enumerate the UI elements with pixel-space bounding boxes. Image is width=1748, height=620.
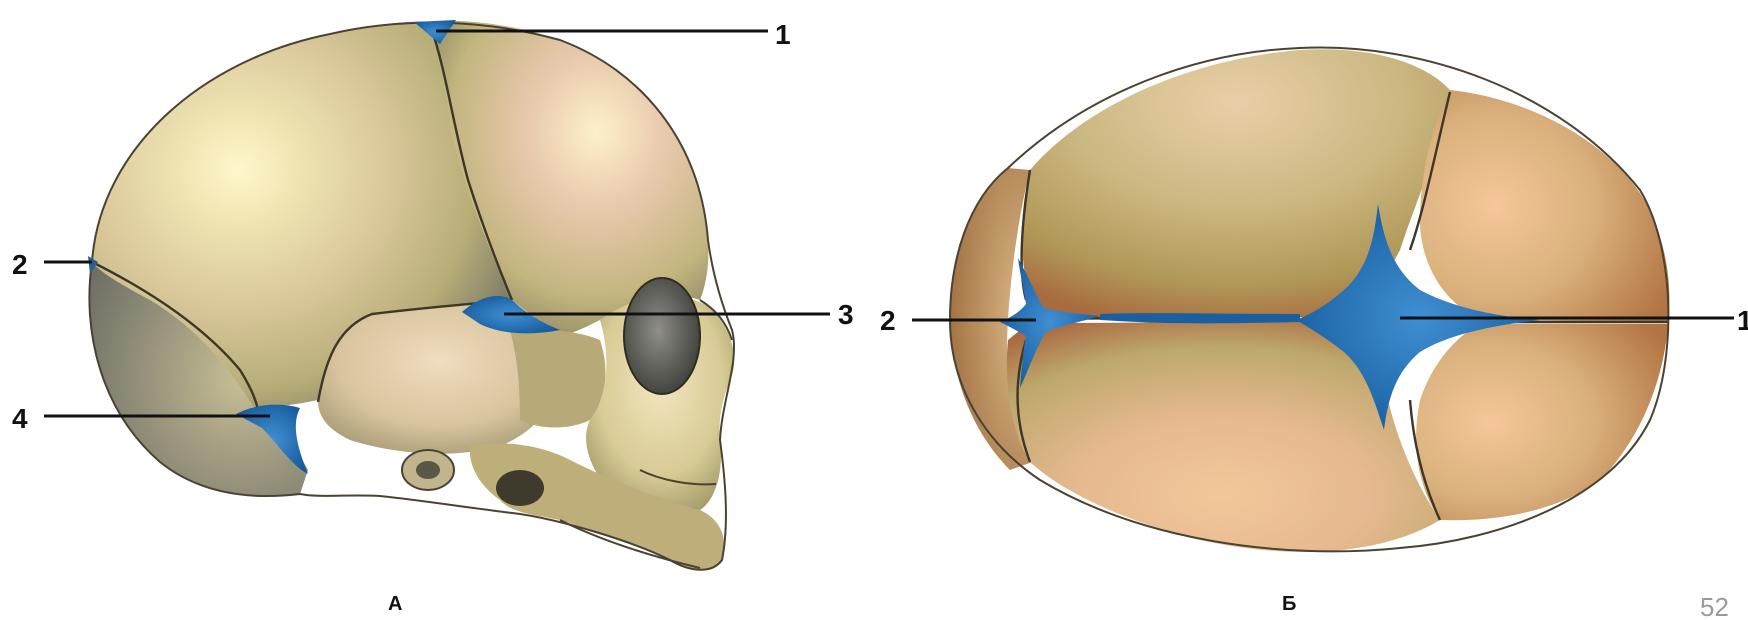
callout-2-superior: 2 <box>880 305 896 336</box>
callout-2-lateral: 2 <box>12 249 28 280</box>
ear-canal-shadow <box>416 461 440 479</box>
lateral-skull-view: 1 2 3 4 А <box>12 19 854 615</box>
sphenoid-bone <box>510 329 605 427</box>
callout-1-lateral: 1 <box>775 19 791 50</box>
frontal-bone-upper <box>1420 90 1669 322</box>
panel-label-lateral: А <box>388 593 402 615</box>
mandibular-foramen <box>496 470 544 506</box>
callout-1-superior: 1 <box>1737 305 1748 336</box>
panel-label-superior: Б <box>1282 593 1296 615</box>
callout-3-lateral: 3 <box>838 299 854 330</box>
frontal-bone-lower <box>1416 324 1668 520</box>
callout-4-lateral: 4 <box>12 403 28 434</box>
superior-skull-view: 2 1 Б <box>880 47 1748 615</box>
sagittal-gap <box>1100 313 1300 323</box>
page-number: 52 <box>1700 592 1729 620</box>
orbit <box>624 278 700 394</box>
